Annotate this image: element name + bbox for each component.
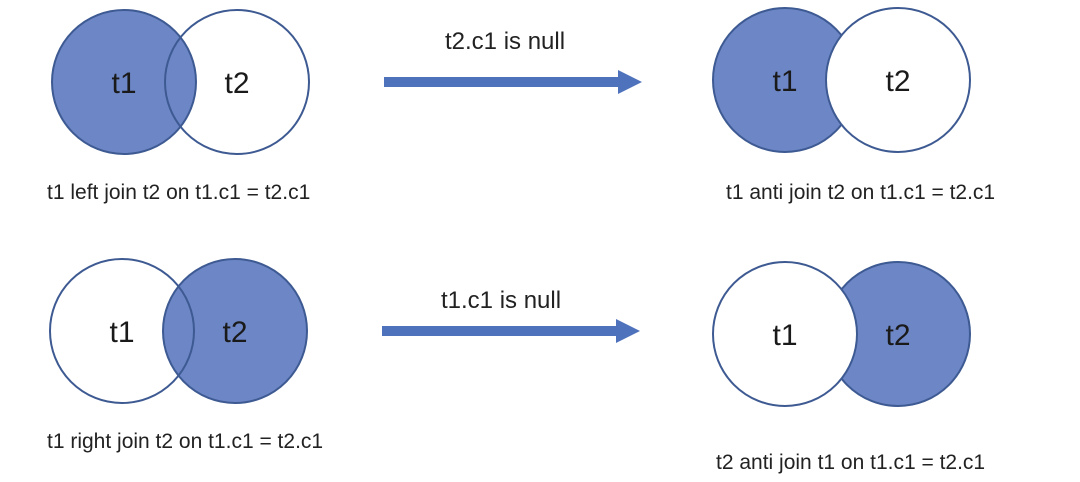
- venn-circle-t2: [164, 9, 310, 155]
- venn-label-t2: t2: [224, 67, 249, 100]
- caption-anti-join-t1: t1 anti join t2 on t1.c1 = t2.c1: [726, 181, 996, 204]
- venn-label-t1: t1: [772, 319, 797, 352]
- venn-circle-t1: [712, 261, 858, 407]
- venn-left-join: t1 t2: [51, 9, 310, 155]
- venn-label-t1: t1: [109, 316, 134, 349]
- arrow-label-row-2: t1.c1 is null: [441, 287, 562, 314]
- caption-right-join: t1 right join t2 on t1.c1 = t2.c1: [47, 430, 324, 453]
- venn-anti-join-t2: t1 t2: [712, 261, 971, 407]
- caption-left-join: t1 left join t2 on t1.c1 = t2.c1: [47, 181, 311, 204]
- venn-circle-t1: [51, 9, 197, 155]
- caption-anti-join-t2: t2 anti join t1 on t1.c1 = t2.c1: [716, 451, 986, 474]
- venn-label-t1: t1: [111, 67, 136, 100]
- venn-label-t2: t2: [885, 319, 910, 352]
- venn-label-t2: t2: [885, 65, 910, 98]
- venn-label-t2: t2: [222, 316, 247, 349]
- venn-label-t1: t1: [772, 65, 797, 98]
- venn-anti-join-t1: t1 t2: [712, 7, 971, 153]
- arrow-label-row-1: t2.c1 is null: [445, 28, 566, 55]
- venn-circle-t2: [825, 7, 971, 153]
- arrow-row-1: [384, 70, 642, 94]
- arrow-row-2: [382, 319, 640, 343]
- venn-right-join: t1 t2: [49, 258, 308, 404]
- venn-circle-t2: [162, 258, 308, 404]
- venn-circle-t1: [49, 258, 195, 404]
